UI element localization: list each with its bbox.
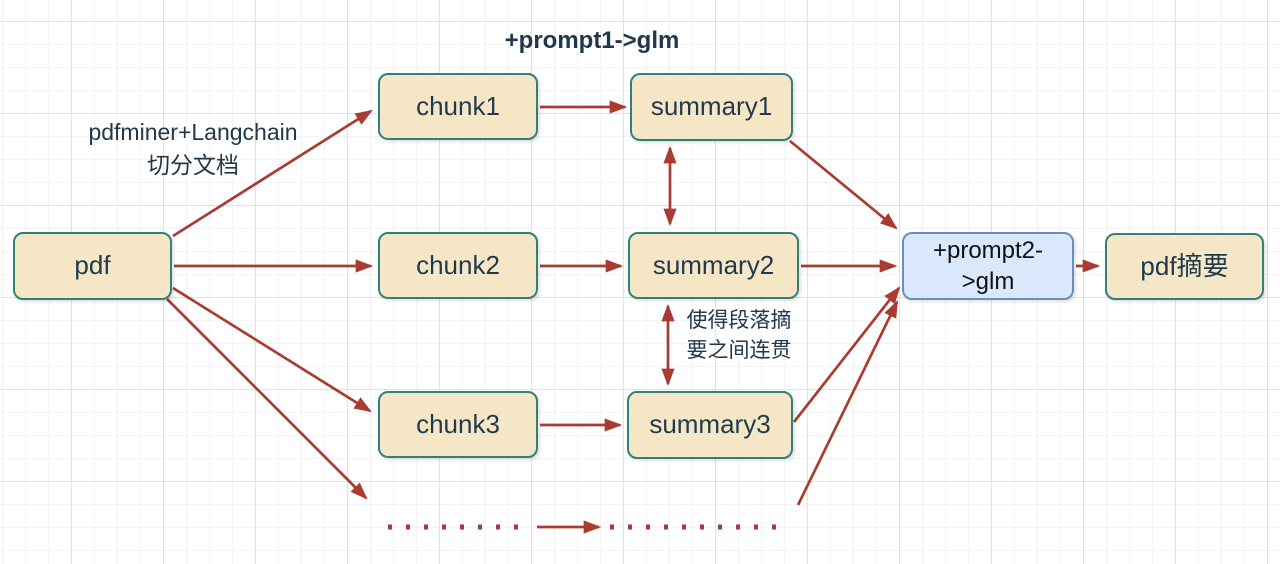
edge-pdf-chunk3 <box>172 286 372 413</box>
label-split-method: pdfminer+Langchain 切分文档 <box>58 116 328 182</box>
node-chunk2: chunk2 <box>378 232 538 299</box>
node-pdf: pdf <box>13 232 172 300</box>
edge-summary3-prompt2 <box>792 286 901 423</box>
edge-pdf-chunk1 <box>172 109 373 238</box>
node-summary2: summary2 <box>628 232 799 299</box>
node-summary1: summary1 <box>630 73 793 141</box>
node-pdf-label: pdf <box>74 250 111 281</box>
edge-pdf-more <box>166 298 368 500</box>
node-prompt2-glm-line2: >glm <box>961 268 1015 295</box>
label-prompt1: +prompt1->glm <box>504 27 680 54</box>
node-summary2-label: summary2 <box>652 249 775 280</box>
node-chunk3: chunk3 <box>378 391 538 458</box>
node-summary3-label: summary3 <box>649 409 771 440</box>
edge-summary1-prompt2 <box>789 139 898 230</box>
node-pdf-summary: pdf摘要 <box>1105 233 1264 300</box>
node-summary1-label: summary1 <box>650 91 773 122</box>
node-chunk1-label: chunk1 <box>416 90 500 121</box>
node-chunk2-label: chunk2 <box>416 249 500 280</box>
edge-more-prompt2 <box>796 300 899 506</box>
label-coherence-line2: 要之间连贯 <box>686 339 792 362</box>
node-pdf-summary-label: pdf摘要 <box>1140 250 1229 281</box>
label-split-line2: 切分文档 <box>147 152 239 178</box>
node-summary3: summary3 <box>627 391 793 459</box>
node-prompt2-glm-line1: +prompt2- <box>932 236 1044 264</box>
label-split-line1: pdfminer+Langchain <box>88 119 298 145</box>
node-chunk1: chunk1 <box>378 73 538 140</box>
label-coherence-line1: 使得段落摘 <box>686 309 792 332</box>
label-coherence: 使得段落摘 要之间连贯 <box>676 306 802 366</box>
node-prompt2-glm: +prompt2- >glm <box>902 232 1074 300</box>
node-chunk3-label: chunk3 <box>416 408 500 439</box>
